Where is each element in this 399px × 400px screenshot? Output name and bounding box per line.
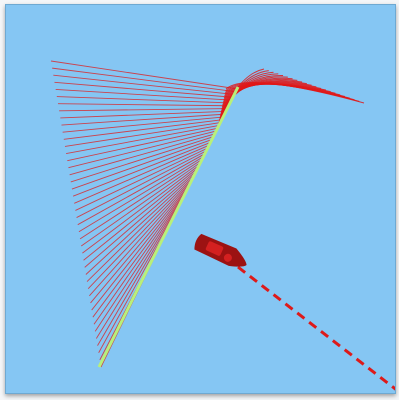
trajectory-line — [85, 172, 197, 275]
trajectory-line — [66, 124, 220, 154]
trajectory-curve — [225, 82, 365, 104]
vessel-light — [223, 253, 232, 262]
trajectory-line — [63, 119, 223, 140]
trajectory-line — [83, 166, 200, 261]
trajectory-line — [62, 116, 225, 133]
trajectory-fan — [50, 60, 239, 368]
trajectory-line — [74, 144, 211, 204]
trajectory-line — [90, 183, 191, 304]
trajectory-line — [72, 141, 212, 197]
trajectory-line — [61, 113, 226, 126]
trajectory-line — [77, 152, 207, 226]
trajectory-line — [64, 122, 222, 147]
trajectory-line — [89, 180, 193, 297]
simulation-viewport[interactable] — [5, 4, 396, 394]
trajectory-line — [94, 194, 186, 332]
trajectory-line — [70, 136, 215, 183]
trajectory-line — [57, 103, 230, 107]
trajectory-line — [71, 138, 214, 190]
current-trajectory-line — [97, 86, 240, 368]
trajectory-line — [84, 169, 198, 268]
trajectory-line — [67, 127, 219, 162]
trajectory-line — [95, 197, 184, 339]
trajectory-line — [52, 67, 237, 93]
trajectory-line — [59, 108, 229, 112]
vessel-wake-line — [237, 265, 395, 391]
trajectory-line — [76, 149, 208, 218]
trajectory-line — [87, 177, 194, 290]
trajectory-line — [53, 74, 236, 96]
trajectory-line — [55, 89, 233, 101]
trajectory-line — [56, 96, 232, 104]
trajectory-line — [86, 175, 196, 282]
trajectory-line — [60, 110, 227, 119]
trajectory-line — [78, 155, 205, 233]
water-surface — [6, 5, 395, 393]
trajectory-line — [80, 161, 202, 247]
trajectory-line — [50, 60, 239, 90]
trajectory-line — [54, 81, 234, 98]
trajectory-line — [93, 191, 187, 325]
trajectory-curves — [217, 68, 365, 128]
vessel-cabin — [205, 241, 224, 256]
trajectory-line — [75, 147, 209, 211]
trajectory-line — [79, 158, 204, 240]
trajectory-line — [69, 133, 216, 176]
trajectory-line — [92, 189, 189, 318]
trajectory-line — [68, 130, 218, 169]
boat-icon[interactable] — [192, 232, 251, 272]
simulation-scene — [6, 5, 395, 393]
trajectory-line — [91, 186, 190, 311]
trajectory-line — [82, 163, 201, 254]
